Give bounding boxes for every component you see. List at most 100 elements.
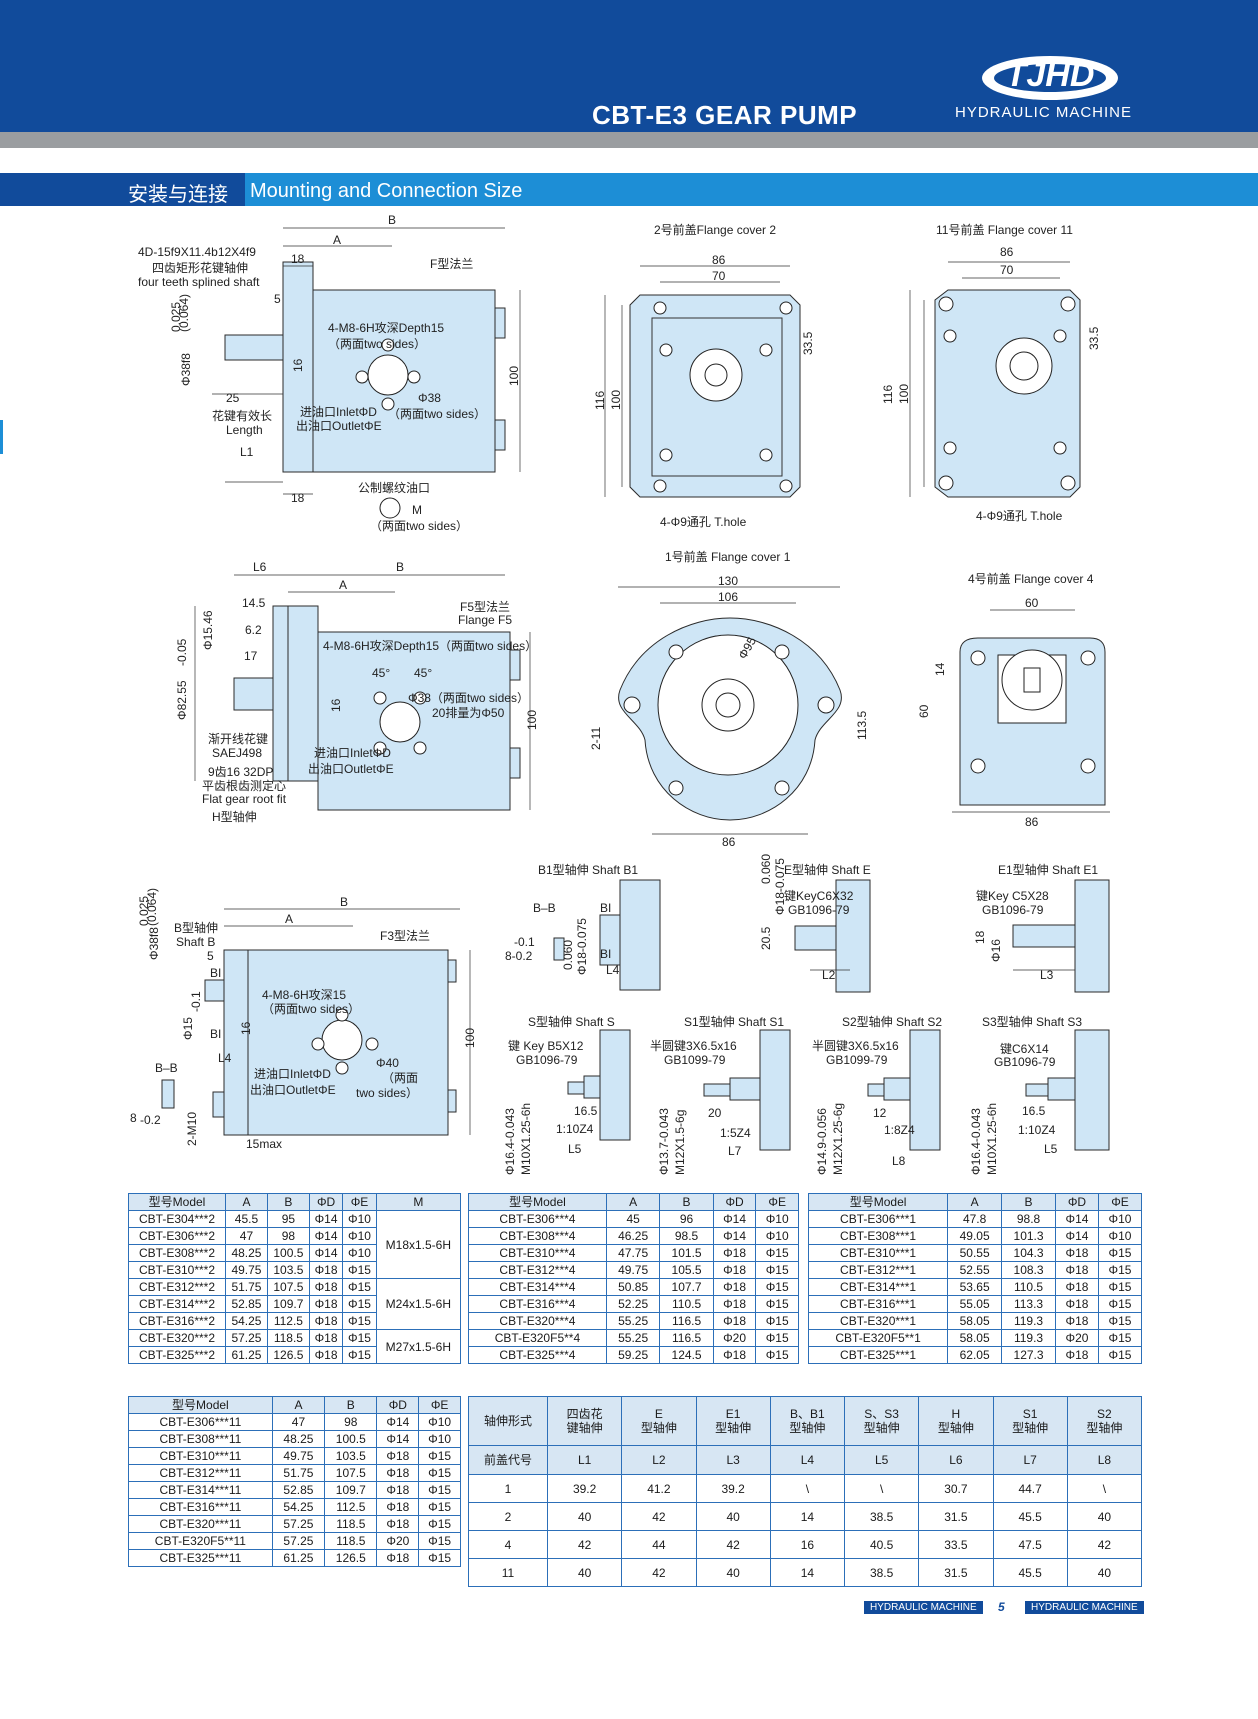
table-cell: 55.25	[605, 1312, 661, 1330]
table-cell: 112.5	[324, 1498, 378, 1516]
table-header: A	[947, 1193, 1003, 1211]
header-line: 键轴伸	[566, 1421, 603, 1435]
table-cell: 57.25	[271, 1532, 326, 1550]
drawing-pump-f5-flange: L6 B A 14.5 F5型法兰 Flange F5 6.2 Φ15.46 4…	[175, 560, 539, 824]
table-cell: CBT-E314***4	[468, 1278, 607, 1296]
table-cell: Φ18	[308, 1312, 344, 1330]
label: 出油口OutletΦE	[250, 1083, 336, 1097]
table-cell: 52.25	[605, 1295, 661, 1313]
label: 2号前盖Flange cover 2	[654, 222, 776, 237]
label: Φ38	[418, 391, 441, 405]
label: four teeth splined shaft	[138, 275, 260, 289]
table-header: ΦE	[1097, 1193, 1143, 1211]
table-cell: 45.5	[992, 1502, 1068, 1531]
table-cell: 103.5	[266, 1261, 310, 1279]
table-cell: 40	[1066, 1558, 1143, 1587]
table-cell: \	[769, 1474, 846, 1503]
drawing-shaft-e: E型轴伸 Shaft E 0.060 Φ18-0.075 键KeyC6X32 G…	[759, 854, 871, 993]
label: B–B	[155, 1061, 178, 1075]
label: 106	[718, 590, 738, 604]
drawing-shaft-s: S型轴伸 Shaft S 键 Key B5X12 GB1096-79 16.5 …	[503, 1014, 631, 1175]
label: A	[285, 912, 293, 926]
label: F型法兰	[430, 257, 473, 271]
table-cell: Φ15	[755, 1278, 799, 1296]
label: two sides）	[356, 1086, 418, 1100]
label: 1号前盖 Flange cover 1	[665, 549, 791, 564]
table-cell: 54.25	[225, 1312, 268, 1330]
label: Φ38（两面two sides）	[408, 691, 529, 705]
label: 100	[897, 384, 911, 404]
table-header: A	[271, 1396, 326, 1414]
label: L5	[568, 1142, 582, 1156]
label: 4-Φ9通孔 T.hole	[660, 515, 747, 529]
table-cell: 47.75	[605, 1244, 661, 1262]
header-line: E1	[725, 1407, 741, 1421]
table-cell: 110.5	[1001, 1278, 1056, 1296]
label: 14.5	[242, 596, 266, 610]
table-cell: 44.7	[992, 1474, 1068, 1503]
label: 4-M8-6H攻深15	[262, 988, 346, 1002]
table-cell: 42	[621, 1558, 697, 1587]
label: Φ15.46	[201, 610, 215, 650]
header-line: S2	[1097, 1407, 1112, 1421]
label: 16.5	[574, 1104, 598, 1118]
label: B型轴伸	[174, 920, 218, 935]
table-header: ΦD	[376, 1396, 420, 1414]
table-cell: Φ18	[1055, 1278, 1099, 1296]
label: 花键有效长	[212, 408, 272, 423]
table-cell: CBT-E316***1	[807, 1295, 949, 1313]
table-header: ΦD	[1055, 1193, 1099, 1211]
table-cell: Φ10	[755, 1227, 799, 1245]
label: L3	[1040, 968, 1054, 982]
table-cell: 54.25	[271, 1498, 326, 1516]
table-cell: 49.75	[605, 1261, 661, 1279]
label: L7	[728, 1144, 742, 1158]
footer-brand-right: HYDRAULIC MACHINE	[1025, 1601, 1144, 1614]
table-cell: Φ15	[1097, 1295, 1143, 1313]
label: Φ13.7-0.043	[657, 1108, 671, 1175]
table-cell: CBT-E306***4	[468, 1210, 607, 1228]
label: 0.060	[561, 940, 575, 970]
label: 116	[593, 391, 607, 410]
table-cell: CBT-E325***11	[128, 1549, 273, 1567]
label: 进油口InletΦD	[314, 746, 391, 760]
table-cell: 103.5	[324, 1447, 378, 1465]
label: Φ15	[181, 1017, 195, 1040]
label: B	[340, 895, 348, 909]
label: M12X1.25-6g	[831, 1103, 845, 1175]
label: 键C6X14	[1000, 1042, 1049, 1056]
label: 18	[291, 491, 305, 505]
header-line: 型轴伸	[640, 1421, 677, 1435]
table-cell: CBT-E320***2	[127, 1329, 227, 1347]
label: BI	[600, 901, 611, 915]
label: 0.060	[759, 854, 773, 884]
table-cell: 110.5	[659, 1295, 714, 1313]
table-cell: CBT-E312***11	[128, 1464, 273, 1482]
label: 四齿矩形花键轴伸	[152, 260, 248, 275]
label: 18	[973, 930, 987, 944]
label: 130	[718, 574, 738, 588]
table-cell: CBT-E320***11	[128, 1515, 273, 1533]
table-cell: Φ14	[1055, 1227, 1099, 1245]
table-cell: Φ15	[1097, 1244, 1143, 1262]
table-header: B	[266, 1193, 310, 1211]
label: L5	[1044, 1142, 1058, 1156]
table-header: L1	[546, 1445, 623, 1475]
table-cell: CBT-E310***2	[127, 1261, 227, 1279]
header-line: 型轴伸	[863, 1421, 900, 1435]
label: 45°	[372, 666, 390, 680]
table-header: ΦD	[308, 1193, 344, 1211]
table-header: 型号Model	[128, 1396, 273, 1414]
table-cell: 42	[1066, 1530, 1143, 1559]
label: Φ16	[989, 939, 1003, 962]
